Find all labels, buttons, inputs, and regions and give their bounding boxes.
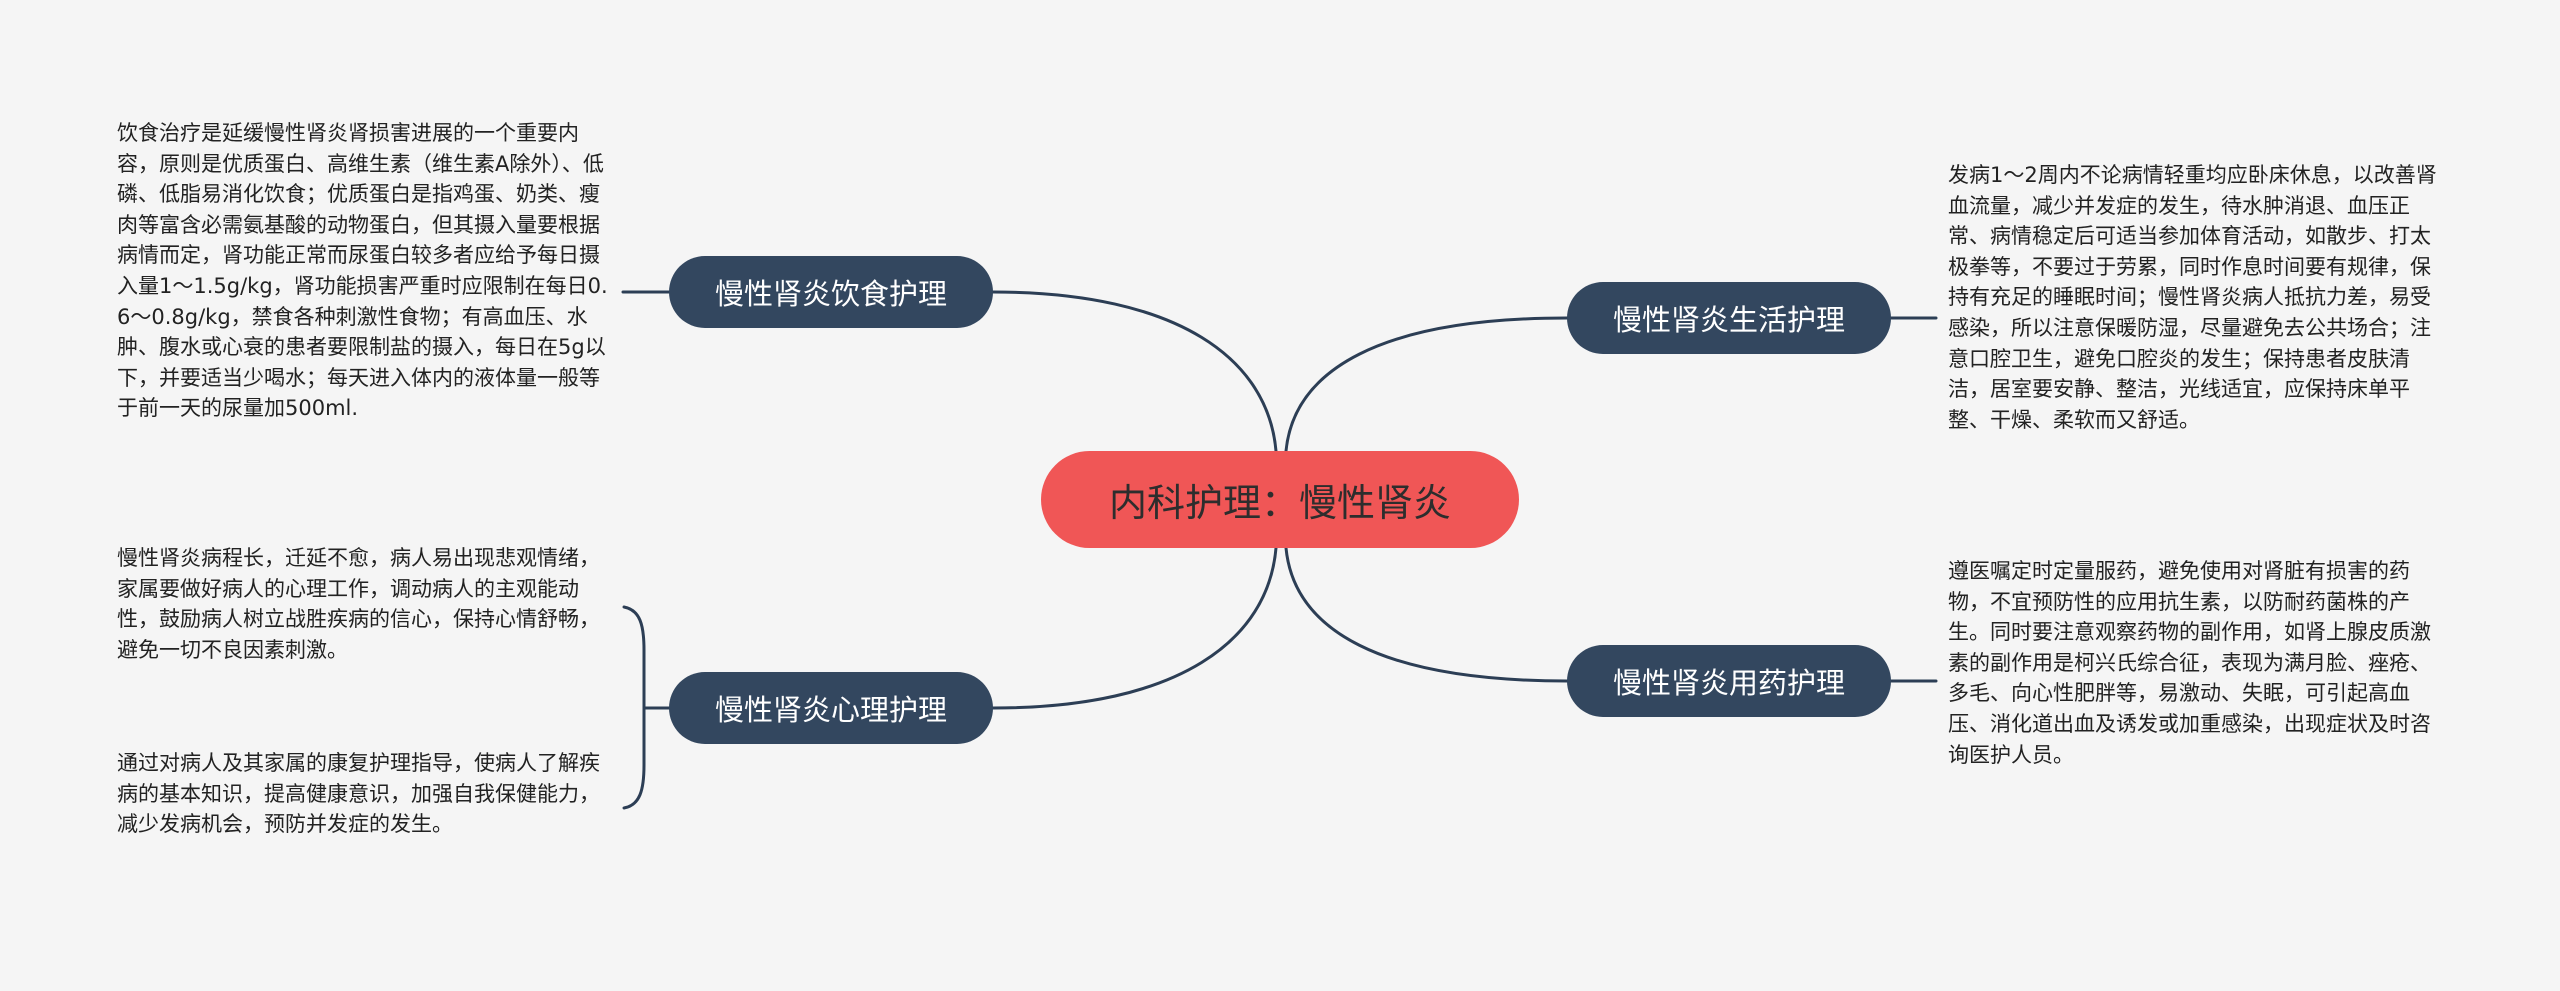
connector-root-life	[1284, 316, 1569, 453]
note-life-care[interactable]: 发病1～2周内不论病情轻重均应卧床休息，以改善肾血流量，减少并发症的发生，待水肿…	[1948, 160, 2448, 435]
note-drug-care[interactable]: 遵医嘱定时定量服药，避免使用对肾脏有损害的药物，不宜预防性的应用抗生素，以防耐药…	[1948, 556, 2448, 770]
note-drug-care-text: 遵医嘱定时定量服药，避免使用对肾脏有损害的药物，不宜预防性的应用抗生素，以防耐药…	[1948, 559, 2431, 767]
connector-root-diet	[991, 290, 1278, 453]
note-diet-care[interactable]: 饮食治疗是延缓慢性肾炎肾损害进展的一个重要内容，原则是优质蛋白、高维生素（维生素…	[117, 118, 617, 424]
psych-notes-bracket	[622, 605, 646, 810]
branch-psych-care[interactable]: 慢性肾炎心理护理	[669, 672, 993, 744]
note-psych-care-2-text: 通过对病人及其家属的康复护理指导，使病人了解疾病的基本知识，提高健康意识，加强自…	[117, 751, 600, 837]
root-topic-label: 内科护理：慢性肾炎	[1108, 481, 1451, 525]
branch-diet-care-label: 慢性肾炎饮食护理	[714, 277, 947, 311]
branch-psych-care-label: 慢性肾炎心理护理	[714, 693, 947, 727]
branch-drug-care[interactable]: 慢性肾炎用药护理	[1567, 645, 1891, 717]
root-topic[interactable]: 内科护理：慢性肾炎	[1041, 451, 1519, 548]
branch-life-care[interactable]: 慢性肾炎生活护理	[1567, 282, 1891, 354]
note-psych-care-1[interactable]: 慢性肾炎病程长，迁延不愈，病人易出现悲观情绪，家属要做好病人的心理工作，调动病人…	[117, 543, 617, 665]
branch-life-care-label: 慢性肾炎生活护理	[1612, 303, 1845, 337]
note-psych-care-1-text: 慢性肾炎病程长，迁延不愈，病人易出现悲观情绪，家属要做好病人的心理工作，调动病人…	[117, 546, 600, 662]
branch-drug-care-label: 慢性肾炎用药护理	[1612, 666, 1845, 700]
note-diet-care-text: 饮食治疗是延缓慢性肾炎肾损害进展的一个重要内容，原则是优质蛋白、高维生素（维生素…	[117, 121, 608, 421]
connector-root-drug	[1284, 546, 1569, 683]
branch-diet-care[interactable]: 慢性肾炎饮食护理	[669, 256, 993, 328]
connector-root-psych	[991, 546, 1278, 710]
note-life-care-text: 发病1～2周内不论病情轻重均应卧床休息，以改善肾血流量，减少并发症的发生，待水肿…	[1948, 163, 2437, 432]
note-psych-care-2[interactable]: 通过对病人及其家属的康复护理指导，使病人了解疾病的基本知识，提高健康意识，加强自…	[117, 748, 617, 840]
